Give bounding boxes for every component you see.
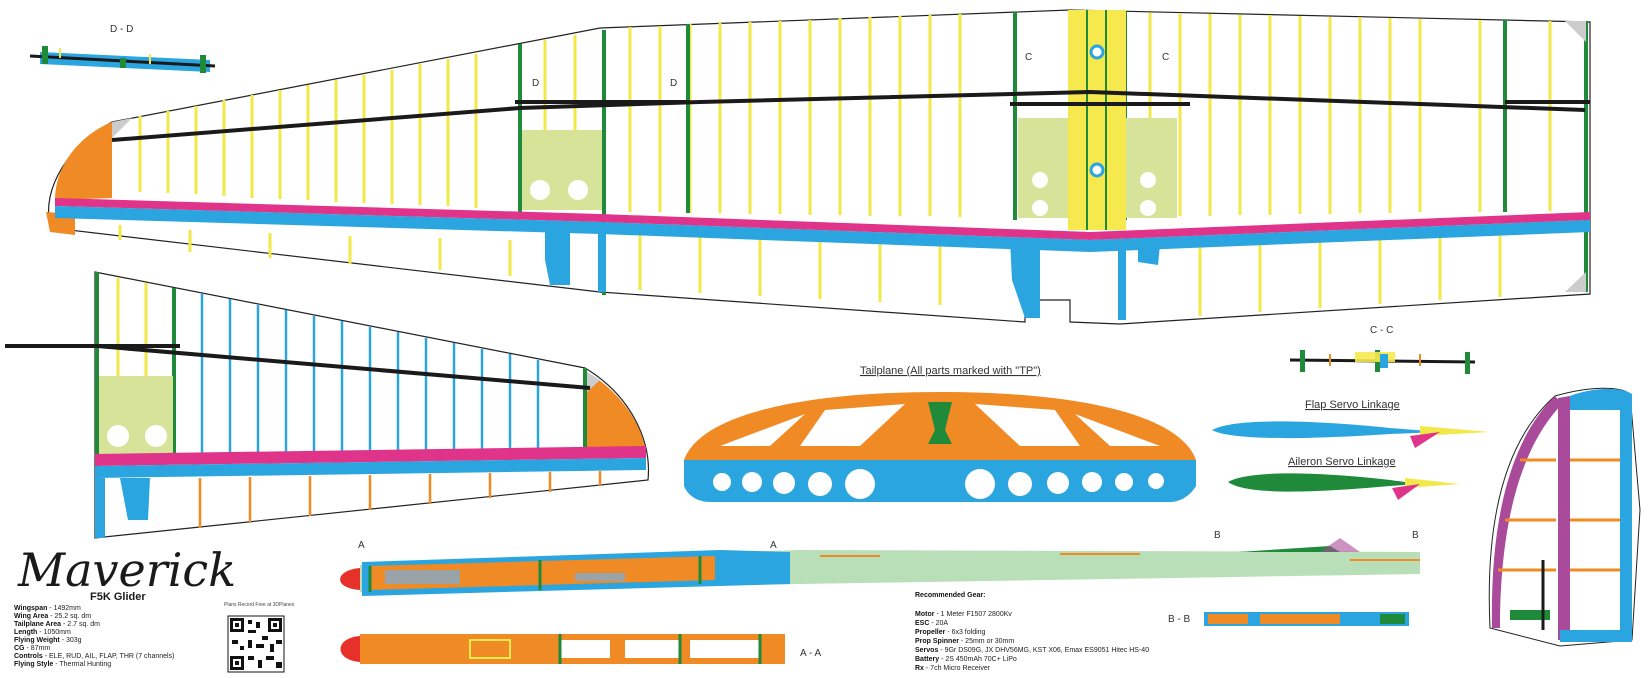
outer-wing-panel <box>5 271 650 539</box>
outer-wing-spar <box>96 344 591 390</box>
section-mark-b-top-left: B <box>1214 530 1221 541</box>
spec-label: Wing Area <box>14 613 48 620</box>
svg-text:Wingspan - 1492mm: Wingspan - 1492mm <box>14 605 81 612</box>
gear-value: - 9Gr DS09G, JX DHV56MG, KST X06, Emax E… <box>938 647 1149 654</box>
fin-rudder <box>1488 387 1641 647</box>
spec-value: - 1492mm <box>47 605 81 612</box>
qr-caption: Plans Record Free at 3DPlanes <box>224 602 295 608</box>
spec-label: Length <box>14 629 37 636</box>
gear-value: - 1 Meter F1507 2800Kv <box>934 611 1012 618</box>
gear-label: Propeller <box>915 629 946 636</box>
gear-value: - 20A <box>929 620 948 627</box>
section-dd: D - D <box>29 24 216 73</box>
svg-text:Length - 1050mm: Length - 1050mm <box>14 629 71 636</box>
outer-wing-outline <box>94 271 650 539</box>
section-mark-d-left: D <box>532 78 539 89</box>
svg-text:Prop Spinner - 25mm or 30mm: Prop Spinner - 25mm or 30mm <box>915 638 1014 645</box>
wing-tip-left <box>55 122 112 200</box>
section-aa-label: A - A <box>800 648 821 659</box>
wing-bolt-hole-front <box>1089 44 1105 60</box>
spec-value: - 1050mm <box>37 629 71 636</box>
spec-label: Controls <box>14 653 43 660</box>
spec-list: Wingspan - 1492mm Wing Area - 25.2 sq. d… <box>14 605 174 668</box>
svg-text:Wing Area - 25.2 sq. dm: Wing Area - 25.2 sq. dm <box>14 613 91 620</box>
gear-value: - 7ch Micro Receiver <box>924 665 991 672</box>
aileron-linkage-title: Aileron Servo Linkage <box>1288 456 1396 468</box>
section-mark-a-top-right: A <box>770 540 777 551</box>
flap-servo-linkage: Flap Servo Linkage <box>1212 399 1490 448</box>
section-bb-label: B - B <box>1168 614 1191 625</box>
spec-label: CG <box>14 645 25 652</box>
main-wing-panel: D D C C <box>46 9 1591 325</box>
spec-value: - Thermal Hunting <box>53 661 111 668</box>
flap-linkage-title: Flap Servo Linkage <box>1305 399 1400 411</box>
section-dd-label: D - D <box>110 24 133 35</box>
spec-label: Wingspan <box>14 605 47 612</box>
recommended-gear: Recommended Gear: Motor - 1 Meter F1507 … <box>915 592 1149 672</box>
spec-label: Flying Weight <box>14 637 60 644</box>
gear-label: Rx <box>915 665 924 672</box>
spec-value: - ELE, RUD, AIL, FLAP, THR (7 channels) <box>43 653 175 660</box>
logo-subtitle: F5K Glider <box>90 591 146 603</box>
aileron-servo-linkage: Aileron Servo Linkage <box>1228 456 1460 500</box>
logo-text: Maverick <box>17 543 236 597</box>
spec-label: Tailplane Area <box>14 621 61 628</box>
gear-title: Recommended Gear: <box>915 592 985 599</box>
section-mark-b-top-right: B <box>1412 530 1419 541</box>
svg-text:Flying Style - Thermal Hunting: Flying Style - Thermal Hunting <box>14 661 111 668</box>
main-wing-ribs-yellow <box>118 13 1552 316</box>
spec-value: - 2.7 sq. dm <box>61 621 100 628</box>
gear-label: Prop Spinner <box>915 638 959 645</box>
section-mark-d-right: D <box>670 78 677 89</box>
svg-text:CG - 87mm: CG - 87mm <box>14 645 50 652</box>
wing-center-section <box>1068 10 1126 230</box>
wing-trailing-edge <box>55 206 1590 252</box>
spec-label: Flying Style <box>14 661 53 668</box>
svg-text:Rx - 7ch Micro Receiver: Rx - 7ch Micro Receiver <box>915 665 991 672</box>
svg-text:Controls - ELE, RUD, AIL, FLAP: Controls - ELE, RUD, AIL, FLAP, THR (7 c… <box>14 653 174 660</box>
section-aa: A - A <box>340 634 821 664</box>
branding: Maverick F5K Glider <box>17 543 236 603</box>
tailplane-title: Tailplane (All parts marked with "TP") <box>860 365 1041 377</box>
gear-label: Motor <box>915 611 935 618</box>
svg-text:Tailplane Area - 2.7 sq. dm: Tailplane Area - 2.7 sq. dm <box>14 621 100 628</box>
svg-text:Servos - 9Gr DS09G, JX DHV56MG: Servos - 9Gr DS09G, JX DHV56MG, KST X06,… <box>915 647 1149 654</box>
svg-text:Propeller - 6x3 folding: Propeller - 6x3 folding <box>915 629 986 636</box>
fuselage-side: A A B B <box>340 530 1420 596</box>
wing-carbon-spar <box>111 89 1586 142</box>
svg-text:Motor - 1 Meter F1507 2800Kv: Motor - 1 Meter F1507 2800Kv <box>915 611 1012 618</box>
gear-value: - 25mm or 30mm <box>959 638 1014 645</box>
section-mark-c-right: C <box>1162 52 1169 63</box>
spec-value: - 87mm <box>25 645 51 652</box>
gear-label: Servos <box>915 647 938 654</box>
fuselage-nose-cone <box>340 568 360 590</box>
wing-bolt-hole-rear <box>1089 162 1105 178</box>
section-cc: C - C <box>1289 325 1476 374</box>
svg-text:Flying Weight - 303g: Flying Weight - 303g <box>14 637 82 644</box>
section-mark-c-left: C <box>1025 52 1032 63</box>
qr-code: Plans Record Free at 3DPlanes <box>224 602 295 673</box>
gear-value: - 6x3 folding <box>945 629 985 636</box>
outer-wing-tip <box>587 372 646 458</box>
svg-text:ESC - 20A: ESC - 20A <box>915 620 948 627</box>
gear-label: ESC <box>915 620 929 627</box>
gear-value: - 2S 450mAh 70C+ LiPo <box>939 656 1017 663</box>
section-bb: B - B <box>1168 612 1409 626</box>
svg-text:Battery - 2S 450mAh 70C+ LiPo: Battery - 2S 450mAh 70C+ LiPo <box>915 656 1017 663</box>
gear-label: Battery <box>915 656 939 663</box>
wing-leading-edge <box>55 198 1590 240</box>
spec-value: - 25.2 sq. dm <box>48 613 91 620</box>
section-mark-a-top-left: A <box>358 540 365 551</box>
tailplane: Tailplane (All parts marked with "TP") <box>684 365 1196 502</box>
section-cc-label: C - C <box>1370 325 1393 336</box>
spec-value: - 303g <box>60 637 82 644</box>
